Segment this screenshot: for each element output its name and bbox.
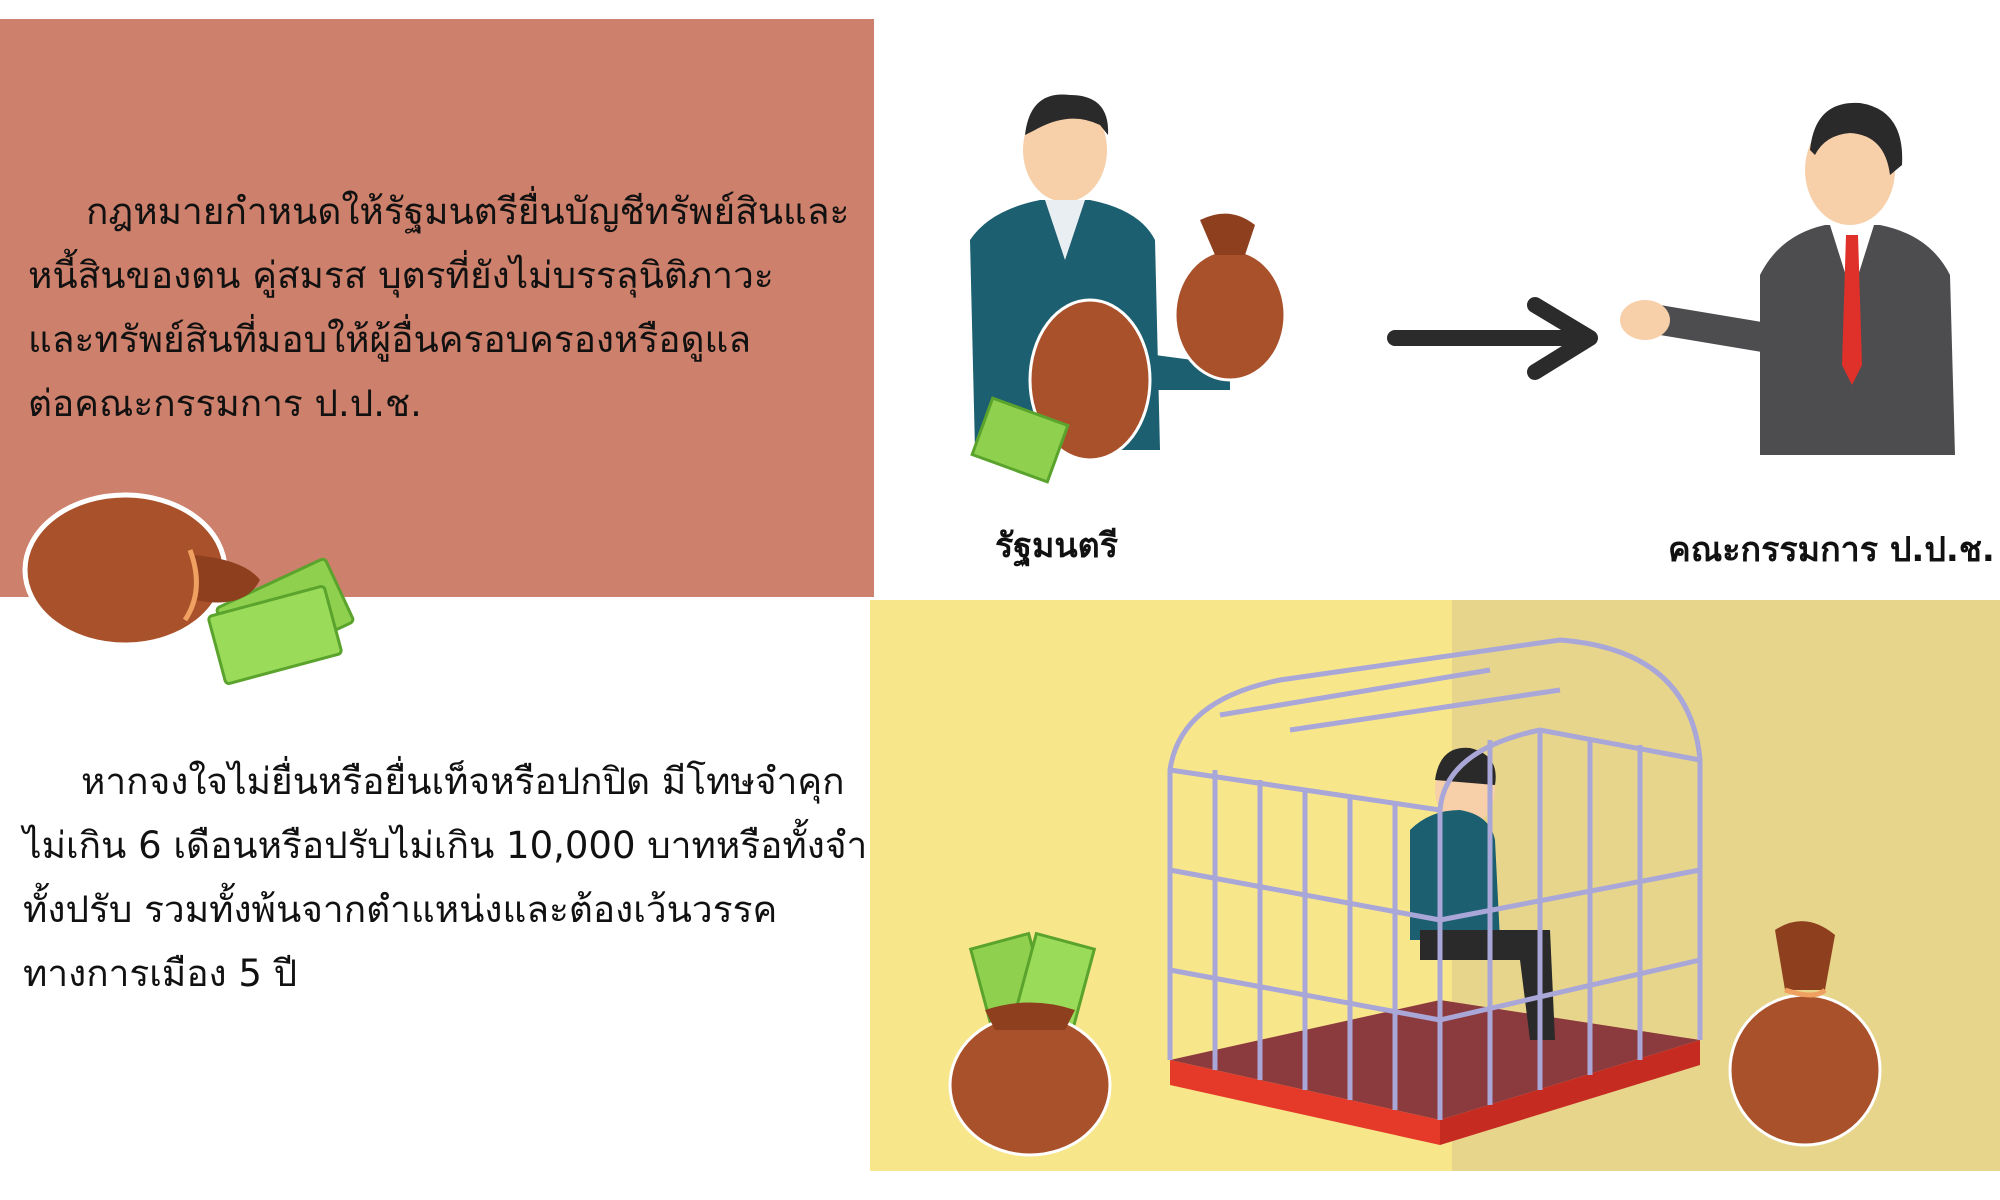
money-bag-icon <box>948 1002 1112 1157</box>
text-line: ทั้งปรับ รวมทั้งพ้นจากตำแหน่งและต้องเว้น… <box>23 888 778 931</box>
paragraph-asset-declaration: กฎหมายกำหนดให้รัฐมนตรียื่นบัญชีทรัพย์สิน… <box>28 180 849 436</box>
money-bag-icon <box>22 492 260 648</box>
paragraph-penalty: หากจงใจไม่ยื่นหรือยื่นเท็จหรือปกปิด มีโท… <box>23 750 867 1006</box>
text-line: กฎหมายกำหนดให้รัฐมนตรียื่นบัญชีทรัพย์สิน… <box>86 190 850 233</box>
text-line: หนี้สินของตน คู่สมรส บุตรที่ยังไม่บรรลุน… <box>28 254 774 297</box>
minister-label: รัฐมนตรี <box>995 526 1119 566</box>
text-line: และทรัพย์สินที่มอบให้ผู้อื่นครอบครองหรือ… <box>28 318 752 361</box>
arrow-right-icon <box>1387 297 1598 380</box>
banknote-icon <box>970 396 1070 484</box>
banknote-icon <box>207 557 355 685</box>
text-line: ไม่เกิน 6 เดือนหรือปรับไม่เกิน 10,000 บา… <box>23 824 868 867</box>
committee-label: คณะกรรมการ ป.ป.ช. <box>1668 530 1995 570</box>
businessman-icon <box>1410 747 1555 1040</box>
businessman-icon <box>970 94 1287 484</box>
money-bag-with-cash-icon <box>22 492 355 685</box>
cage-icon <box>1167 637 1703 1145</box>
text-line: ทางการเมือง 5 ปี <box>23 952 298 995</box>
money-bag-icon <box>1028 213 1287 462</box>
money-bag-with-cash-icon <box>948 931 1112 1157</box>
money-bag-icon <box>1728 921 1882 1147</box>
text-line: ต่อคณะกรรมการ ป.ป.ช. <box>28 382 422 425</box>
text-line: หากจงใจไม่ยื่นหรือยื่นเท็จหรือปกปิด มีโท… <box>81 760 845 803</box>
businessman-icon <box>1620 102 1955 455</box>
